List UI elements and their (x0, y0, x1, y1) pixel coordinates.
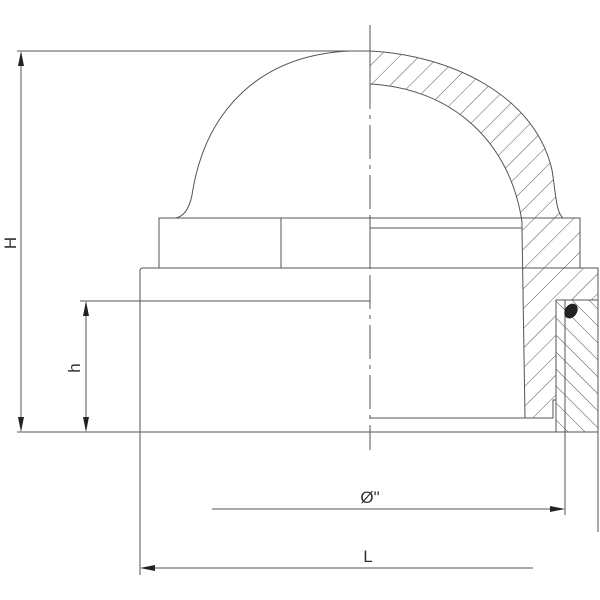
hex-section-left (158, 217, 371, 269)
dome-outline-left (174, 50, 370, 219)
arrow-down-icon (83, 417, 89, 432)
base-body-left (139, 267, 370, 575)
arrow-right-icon (550, 506, 565, 512)
label-diameter: Ø" (360, 488, 379, 507)
o-ring-seal (564, 303, 578, 319)
pipe-section-hatched (555, 299, 599, 433)
label-h: h (65, 363, 84, 372)
arrow-up-icon (83, 301, 89, 316)
arrow-up-icon (18, 51, 24, 66)
arrow-down-icon (18, 417, 24, 432)
arrow-left-icon (140, 565, 155, 571)
label-L: L (363, 547, 372, 566)
cap-section-hatched (369, 50, 599, 419)
label-H: H (1, 237, 20, 249)
